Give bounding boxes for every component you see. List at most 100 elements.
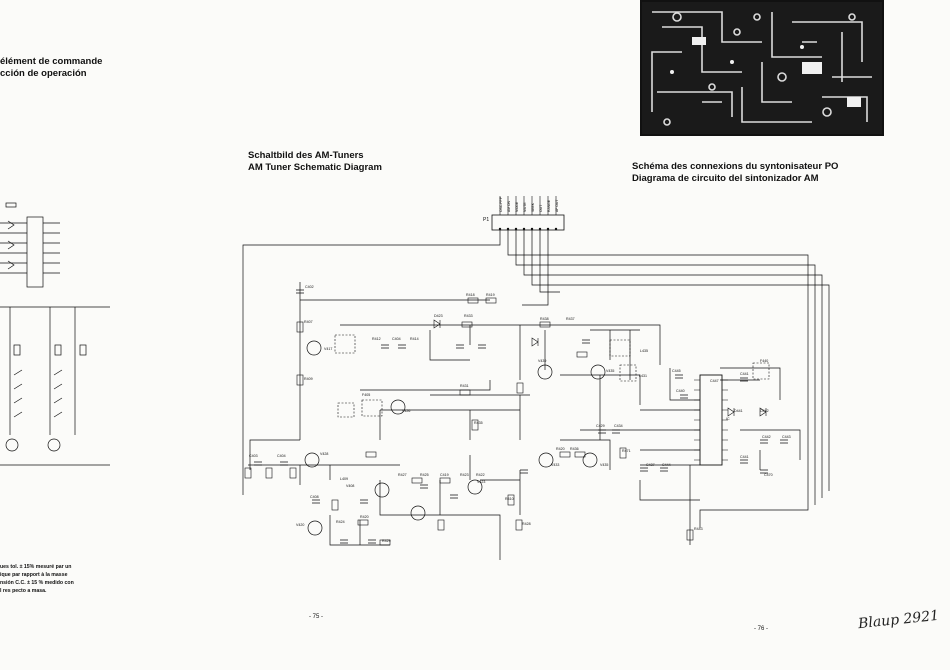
svg-text:V408: V408 (346, 484, 354, 488)
svg-text:C404: C404 (277, 454, 286, 458)
transistor-v4xx (410, 505, 426, 521)
ic-tuner-chip (694, 374, 728, 466)
transistor-v4xx (538, 452, 554, 468)
left-frag-ic (26, 216, 44, 288)
svg-text:C403: C403 (249, 454, 258, 458)
svg-text:V439: V439 (538, 359, 546, 363)
svg-text:R433: R433 (464, 314, 473, 318)
svg-text:R435: R435 (474, 421, 483, 425)
pcb-photo (640, 0, 884, 136)
svg-text:V435: V435 (600, 463, 608, 467)
svg-text:OSC.PPP: OSC.PPP (499, 196, 503, 212)
diodes (433, 319, 767, 417)
svg-text:C404: C404 (392, 337, 401, 341)
svg-text:R420: R420 (556, 447, 565, 451)
bus-wires (242, 230, 830, 528)
transistor-v4xx (590, 364, 606, 380)
schematic-title-block-right: Schéma des connexions du syntonisateur P… (632, 161, 838, 185)
svg-text:V435: V435 (606, 369, 614, 373)
svg-text:R428: R428 (522, 522, 531, 526)
svg-text:C408: C408 (310, 495, 319, 499)
svg-text:C434: C434 (614, 424, 623, 428)
schematic-title-english: AM Tuner Schematic Diagram (248, 162, 382, 173)
resistors (244, 297, 694, 546)
left-page-schematic-fragment (0, 202, 110, 466)
svg-text:R423: R423 (460, 473, 469, 477)
svg-text:R431: R431 (460, 384, 469, 388)
transistors (304, 340, 606, 536)
svg-text:R443: R443 (694, 527, 703, 531)
coils (334, 334, 770, 418)
svg-text:R419: R419 (486, 293, 495, 297)
transistor-v4xx (390, 399, 406, 415)
svg-text:C429: C429 (596, 424, 605, 428)
svg-text:R409: R409 (304, 377, 313, 381)
connector-label: P1 (483, 217, 489, 223)
svg-text:RANGE: RANGE (547, 199, 551, 212)
schematic-title-german: Schaltbild des AM-Tuners (248, 150, 364, 161)
svg-text:R427: R427 (398, 473, 407, 477)
transistor-v4xx (467, 479, 483, 495)
svg-text:AM ON: AM ON (507, 200, 511, 212)
left-page-header: élément de commande cción de operación (0, 56, 102, 80)
svg-text:R471: R471 (622, 449, 631, 453)
svg-text:R424: R424 (336, 520, 345, 524)
left-note-line: ues tol. ± 15% mesuré par un (0, 564, 72, 570)
svg-text:C442: C442 (762, 435, 771, 439)
svg-text:V420: V420 (296, 523, 304, 527)
svg-text:R410: R410 (505, 497, 514, 501)
left-note-line: ique par rapport à la masse (0, 572, 68, 578)
svg-text:C419: C419 (440, 473, 449, 477)
svg-text:L435: L435 (640, 349, 648, 353)
svg-text:L409: L409 (340, 477, 348, 481)
svg-text:AF OUT: AF OUT (555, 200, 559, 212)
transistor-v4xx (537, 364, 553, 380)
svg-text:C402: C402 (305, 285, 314, 289)
transistor-v4xx (306, 340, 322, 356)
svg-text:C441: C441 (740, 455, 749, 459)
svg-text:C443: C443 (782, 435, 791, 439)
svg-text:R436: R436 (570, 447, 579, 451)
transistor-v4xx (304, 452, 320, 468)
transistor-v4xx (374, 482, 390, 498)
svg-text:R422: R422 (476, 473, 485, 477)
svg-text:C444: C444 (662, 463, 671, 467)
svg-text:V426: V426 (402, 409, 410, 413)
left-header-french: élément de commande (0, 56, 103, 67)
svg-text:R414: R414 (410, 337, 419, 341)
capacitors (254, 289, 788, 544)
left-note-line: l res pecto a masa. (0, 588, 47, 594)
svg-text:L431: L431 (639, 374, 647, 378)
svg-text:R429: R429 (382, 539, 391, 543)
svg-text:C440: C440 (676, 389, 685, 393)
left-header-spanish: cción de operación (0, 68, 87, 79)
svg-text:D441: D441 (734, 409, 743, 413)
left-frag-chip (5, 202, 17, 208)
svg-text:V417: V417 (324, 347, 332, 351)
connector-pin-labels: OSC.PPP AM ON MODE MUTE SEEK OUT RANGE A… (499, 196, 559, 212)
svg-text:R412: R412 (372, 337, 381, 341)
schematic-title-block-left: Schaltbild des AM-Tuners AM Tuner Schema… (248, 150, 382, 174)
circuit-wiring (248, 282, 801, 560)
svg-text:D442: D442 (760, 409, 769, 413)
svg-text:F440: F440 (760, 359, 768, 363)
svg-text:R418: R418 (466, 293, 475, 297)
svg-text:F405: F405 (362, 393, 370, 397)
page-number-right: - 76 - (754, 626, 769, 632)
svg-text:C447: C447 (710, 379, 719, 383)
svg-text:SEEK: SEEK (531, 202, 535, 212)
svg-text:MUTE: MUTE (523, 202, 527, 212)
left-page-note: ues tol. ± 15% mesuré par un ique par ra… (0, 563, 74, 595)
left-note-line: nsión C.C. ± 15 % medido con (0, 580, 74, 586)
schematic-title-french: Schéma des connexions du syntonisateur P… (632, 161, 839, 172)
transistor-v4xx (582, 452, 598, 468)
svg-text:V428: V428 (320, 452, 328, 456)
page-number-left: - 75 - (309, 614, 324, 620)
svg-text:R420: R420 (360, 515, 369, 519)
schematic-title-spanish: Diagrama de circuito del sintonizador AM (632, 173, 819, 184)
connector-p1: P1 (483, 196, 565, 231)
svg-text:C470: C470 (764, 473, 773, 477)
svg-text:OUT: OUT (539, 205, 543, 212)
